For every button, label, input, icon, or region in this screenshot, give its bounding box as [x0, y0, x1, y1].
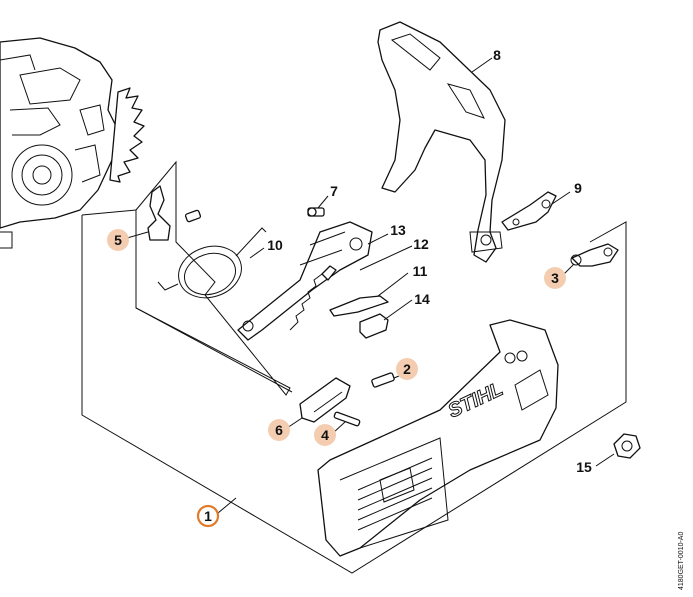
- svg-text:14: 14: [414, 291, 430, 307]
- assembly-outline: [81, 215, 627, 574]
- svg-text:1: 1: [204, 508, 212, 524]
- part-13-tensioner: [237, 221, 373, 341]
- svg-text:3: 3: [551, 270, 559, 286]
- callout-7: 7: [330, 183, 338, 199]
- callout-6: 6: [268, 419, 290, 441]
- svg-text:8: 8: [493, 47, 501, 63]
- callout-3: 3: [544, 267, 566, 289]
- svg-text:2: 2: [403, 361, 411, 377]
- callout-13: 13: [390, 222, 406, 238]
- svg-text:6: 6: [275, 422, 283, 438]
- callout-10: 10: [267, 237, 283, 253]
- callout-2: 2: [396, 358, 418, 380]
- callout-8: 8: [493, 47, 501, 63]
- part-11-plate: [329, 295, 389, 317]
- callout-11: 11: [413, 263, 428, 279]
- part-10-spring: [157, 227, 267, 299]
- svg-text:5: 5: [114, 232, 122, 248]
- leader-lines: [126, 57, 615, 514]
- svg-text:7: 7: [330, 183, 338, 199]
- chain-sprocket: [109, 87, 145, 183]
- callout-4: 4: [314, 424, 336, 446]
- engine-housing: [0, 37, 119, 249]
- small-screw: [184, 209, 202, 223]
- part-15-nut: [613, 433, 641, 459]
- part-4-pin: [333, 411, 361, 427]
- part-8-hand-guard: [377, 21, 506, 263]
- part-9-lever: [501, 191, 557, 231]
- part-7-screw: [307, 207, 325, 217]
- svg-text:11: 11: [413, 263, 428, 279]
- part-2-stud: [371, 372, 395, 388]
- callout-15: 15: [576, 459, 592, 475]
- svg-text:9: 9: [574, 180, 582, 196]
- part-1-sprocket-cover: STIHL: [317, 319, 559, 557]
- callout-9: 9: [574, 180, 582, 196]
- callout-14: 14: [414, 291, 430, 307]
- part-5-clip: [147, 185, 171, 241]
- part-14-clip: [359, 313, 389, 339]
- svg-text:10: 10: [267, 237, 283, 253]
- callout-1: 1: [196, 504, 220, 528]
- reference-code: 4180GET-0010-A0: [678, 532, 685, 590]
- callout-5: 5: [107, 229, 129, 251]
- svg-text:12: 12: [413, 236, 429, 252]
- callout-12: 12: [413, 236, 429, 252]
- svg-text:4: 4: [321, 427, 329, 443]
- svg-text:13: 13: [390, 222, 406, 238]
- svg-text:15: 15: [576, 459, 592, 475]
- part-12-spring: [289, 265, 337, 331]
- part-3-bolt: [570, 243, 619, 267]
